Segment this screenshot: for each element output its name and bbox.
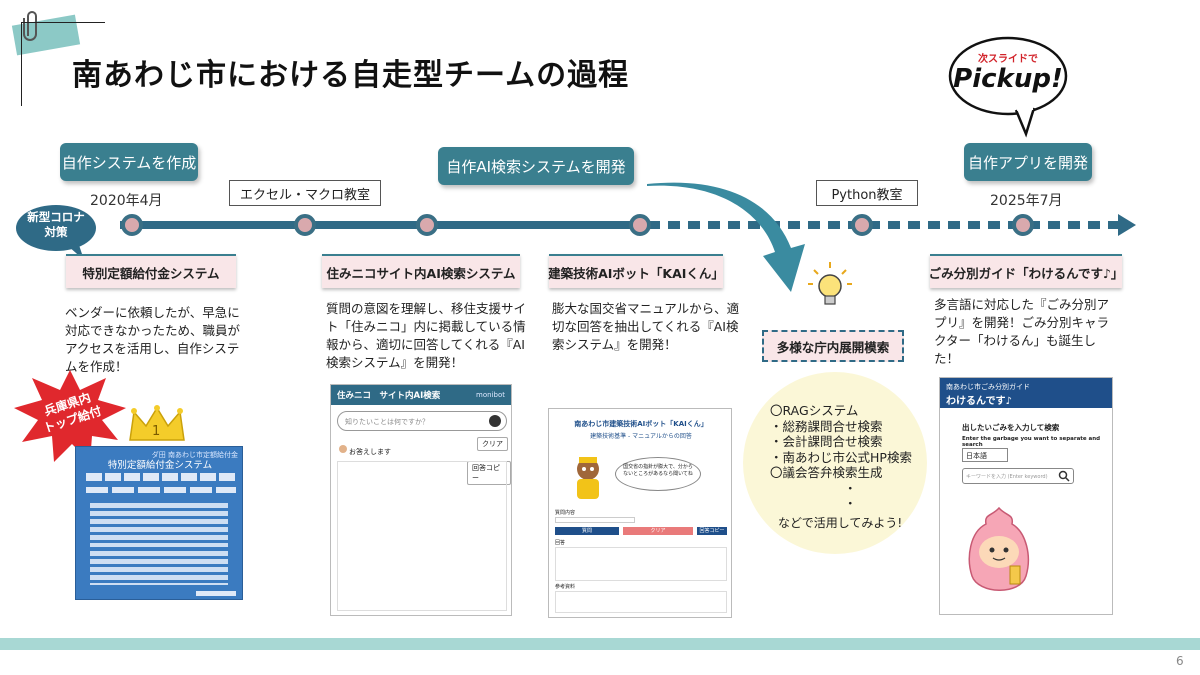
shot4-header-small: 南あわじ市ごみ分別ガイド: [946, 383, 1030, 391]
shot3-title: 南あわじ市建築技術AIボット「KAIくん」: [574, 420, 708, 428]
timeline-track-solid: [120, 221, 648, 229]
timeline-dot: [294, 214, 316, 236]
shot2-header-right: monibot: [476, 391, 505, 399]
wakerun-mascot-icon: [962, 504, 1036, 600]
screenshot-kyufukin: ダ田 南あわじ市定額給付金 特別定額給付金システム: [75, 446, 243, 600]
timeline-dot: [416, 214, 438, 236]
milestone-ai-search: 自作AI検索システムを開発: [438, 147, 634, 185]
project-desc-kyufukin: ベンダーに依頼したが、早急に対応できなかったため、職員がアクセスを活用し、自作シ…: [65, 305, 241, 374]
shot1-title: 特別定額給付金システム: [107, 460, 213, 471]
project-desc-suminiko: 質問の意図を理解し、移住支援サイト「住みニコ」内に掲載している情報から、適切に回…: [326, 301, 527, 370]
shot3-bubble: [615, 457, 701, 491]
timeline-dot: [851, 214, 873, 236]
shot4-prompt-en: Enter the garbage you want to separate a…: [962, 436, 1101, 448]
shot3-label-ref: 参考資料: [555, 584, 576, 590]
title-rule-h: [21, 22, 105, 23]
milestone-self-system: 自作システムを作成: [60, 143, 198, 181]
shot3-subtitle: 建築技術基準 - マニュアルからの回答: [590, 433, 692, 440]
idea-item: ・会計課問合せ検索: [770, 434, 883, 449]
shot3-label-question: 質問内容: [555, 510, 576, 516]
idea-item: ・: [844, 496, 857, 511]
shot2-avatar: [339, 445, 347, 453]
shot2-clear-button: クリア: [477, 437, 508, 451]
shot2-answer-label: お答えします: [349, 448, 391, 456]
python-class-label: Python教室: [816, 180, 918, 206]
project-desc-kai: 膨大な国交省マニュアルから、適切な回答を抽出してくれる『AI検索システム』を開発…: [552, 301, 740, 352]
timeline-dot: [121, 214, 143, 236]
shot2-search-placeholder: 知りたいことは何ですか？: [345, 418, 429, 426]
excel-class-label: エクセル・マクロ教室: [229, 180, 381, 206]
shot1-nav: [86, 487, 236, 493]
crown-icon: 1: [128, 404, 186, 444]
shot4-header-big: わけるんです♪: [946, 396, 1012, 407]
shot3-label-answer: 回答: [555, 540, 566, 546]
title-rule-v: [21, 22, 22, 106]
project-desc-wakerun: 多言語に対応した『ごみ分別アプリ』を開発！ごみ分別キャラクター「わけるん」も誕生…: [934, 297, 1110, 366]
shot2-header-title: 住みニコ サイト内AI検索: [337, 391, 441, 401]
idea-title: 多様な庁内展開模索: [762, 330, 904, 362]
slide-title: 南あわじ市における自走型チームの過程: [72, 58, 630, 93]
idea-circle: [743, 372, 927, 554]
shot4-prompt-ja: 出したいごみを入力して検索: [962, 423, 1060, 432]
timeline-dot: [1012, 214, 1034, 236]
pickup-main-text: Pickup!: [953, 64, 1063, 94]
idea-items: 〇RAGシステム ・総務課問合せ検索 ・会計課問合せ検索 ・南あわじ市公式HP検…: [770, 403, 912, 512]
timeline-dot: [629, 214, 651, 236]
page-number: 6: [1176, 654, 1184, 668]
milestone-date-2025: 2025年7月: [990, 193, 1063, 209]
shot4-header: [940, 378, 1112, 408]
shot2-header: [331, 385, 511, 405]
timeline-track-dashed: [648, 221, 1122, 229]
milestone-date-2020: 2020年4月: [90, 193, 163, 209]
project-title-wakerun: ごみ分別ガイド「わけるんです♪」: [929, 254, 1123, 288]
project-title-kai: 建築技術AIボット「KAIくん」: [548, 254, 724, 288]
shot2-send-icon: [489, 415, 501, 427]
idea-item: 〇RAGシステム: [770, 403, 859, 418]
shot3-btn-copy: 回答コピー: [697, 527, 727, 535]
project-title-suminiko: 住みニコサイト内AI検索システム: [322, 254, 520, 288]
screenshot-wakerun: 南あわじ市ごみ分別ガイド わけるんです♪ 出したいごみを入力して検索 Enter…: [939, 377, 1113, 615]
screenshot-kai: 南あわじ市建築技術AIボット「KAIくん」 建築技術基準 - マニュアルからの回…: [548, 408, 732, 618]
footer-bar: [0, 638, 1200, 650]
shot2-search-box: [337, 411, 507, 431]
shot4-search-input: [962, 468, 1074, 484]
shot1-panel: [90, 503, 228, 547]
shot1-corner: ダ田 南あわじ市定額給付金: [151, 451, 238, 459]
shot1-panel: [90, 551, 228, 585]
hyogo-badge: 兵庫県内 トップ給付: [14, 370, 126, 462]
shot4-search-placeholder: キーワードを入力 (Enter keyword): [966, 474, 1048, 480]
shot3-ref-area: [555, 591, 727, 613]
mascot-icon: [571, 455, 605, 505]
idea-item: ・南あわじ市公式HP検索: [770, 449, 912, 465]
covid-badge: 新型コロナ 対策: [14, 204, 98, 260]
pickup-top-text: 次スライドで: [978, 54, 1038, 65]
shot3-btn-question: 質問: [555, 527, 619, 535]
shot2-answer-area: [337, 461, 507, 611]
curved-arrow: [647, 182, 805, 292]
search-icon: [1058, 470, 1070, 482]
pickup-bubble: 次スライドで Pickup!: [946, 34, 1070, 138]
shot3-btn-clear: クリア: [623, 527, 693, 535]
shot4-lang-select: 日本語: [962, 448, 1008, 462]
shot1-nav: [86, 473, 236, 481]
shot3-question-input: [555, 517, 635, 523]
crown-number: 1: [152, 424, 161, 439]
idea-item: ・総務課問合せ検索: [770, 418, 883, 434]
lightbulb-icon: [808, 262, 852, 305]
project-title-kyufukin: 特別定額給付金システム: [66, 254, 236, 288]
covid-badge-text: 新型コロナ 対策: [27, 210, 85, 239]
milestone-app: 自作アプリを開発: [964, 143, 1092, 181]
shot3-bubble-text: 国交省の指針が膨大で、分からないところがあるなら聞いてね: [623, 464, 693, 477]
shot1-footer-btn: [196, 591, 236, 596]
shot3-answer-area: [555, 547, 727, 581]
paperclip-icon: [23, 11, 37, 41]
idea-item: 〇議会答弁検索生成: [770, 465, 883, 480]
screenshot-suminiko: 住みニコ サイト内AI検索 monibot 知りたいことは何ですか？ クリア お…: [330, 384, 512, 616]
timeline-arrowhead: [1118, 214, 1136, 236]
idea-item: ・: [844, 480, 857, 496]
idea-footer: などで活用してみよう!: [778, 516, 903, 530]
